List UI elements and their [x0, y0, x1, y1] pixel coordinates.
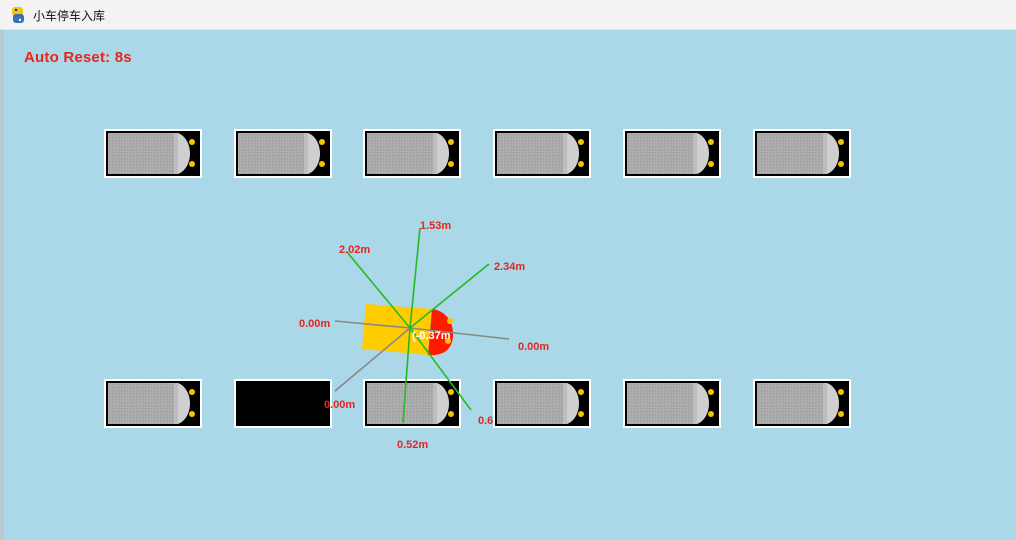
parked-car [367, 133, 454, 174]
sensor-distance-label: 0.00m [299, 318, 330, 330]
parked-headlight [708, 389, 714, 395]
game-canvas[interactable]: Auto Reset: 8s 1.53m 2.34m 0.00m 0.6 0.52m 0.… [4, 30, 1016, 540]
sensor-distance-label: 2.34m [494, 261, 525, 273]
sensor-ray [409, 327, 472, 411]
parked-car [367, 383, 454, 424]
sensor-ray [409, 327, 510, 340]
parked-car [757, 133, 844, 174]
parked-headlight [708, 161, 714, 167]
parked-headlight [319, 139, 325, 145]
sensor-ray [334, 327, 411, 392]
parking-stall-occupied [104, 129, 202, 178]
auto-reset-timer: Auto Reset: 8s [24, 49, 132, 66]
sensor-distance-label: 0.6 [478, 415, 493, 427]
window-title: 小车停车入库 [33, 9, 106, 23]
parked-headlight [578, 139, 584, 145]
parked-car [108, 383, 195, 424]
parked-headlight [448, 389, 454, 395]
parked-car [757, 383, 844, 424]
sensor-ray [334, 320, 411, 329]
parked-headlight [578, 389, 584, 395]
parked-headlight [448, 139, 454, 145]
parked-headlight [708, 139, 714, 145]
parked-car [108, 133, 195, 174]
window-titlebar: 小车停车入库 [0, 0, 1016, 30]
sensor-distance-label: 0.00m [324, 399, 355, 411]
parked-headlight [319, 161, 325, 167]
parked-car [497, 383, 584, 424]
sensor-ray [346, 251, 411, 329]
parked-car [238, 133, 325, 174]
agent-headlight-left [447, 318, 453, 324]
parking-stall-occupied [623, 129, 721, 178]
agent-speed-label: (-0.37m [412, 330, 451, 342]
parked-headlight [838, 161, 844, 167]
window-left-border [0, 30, 4, 540]
agent-headlight-right [445, 338, 451, 344]
sensor-distance-label: 0.52m [397, 439, 428, 451]
sensor-ray [402, 327, 411, 424]
sensor-overlay: 1.53m 2.34m 0.00m 0.6 0.52m 0.00m 0.00m 2.02m (… [299, 220, 549, 451]
parking-stall-occupied [234, 129, 332, 178]
parked-headlight [189, 411, 195, 417]
parked-headlight [838, 389, 844, 395]
parking-stall-target [234, 379, 332, 428]
parked-headlight [838, 139, 844, 145]
parked-headlight [448, 411, 454, 417]
sensor-distance-label: 0.00m [518, 341, 549, 353]
parked-headlight [578, 411, 584, 417]
parking-stall-occupied [493, 379, 591, 428]
parking-stall-occupied [104, 379, 202, 428]
sensor-distance-label: 1.53m [420, 220, 451, 232]
parked-headlight [838, 411, 844, 417]
sensor-ray [409, 227, 421, 329]
parked-headlight [189, 139, 195, 145]
parked-car [627, 133, 714, 174]
parked-car [627, 383, 714, 424]
parking-stall-occupied [753, 129, 851, 178]
sensor-ray [409, 263, 490, 329]
parked-headlight [189, 389, 195, 395]
parking-stall-occupied [363, 129, 461, 178]
python-icon [12, 7, 24, 23]
parked-car [497, 133, 584, 174]
parked-headlight [448, 161, 454, 167]
parked-headlight [189, 161, 195, 167]
parked-headlight [708, 411, 714, 417]
parking-stall-occupied [623, 379, 721, 428]
sensor-distance-label: 2.02m [339, 244, 370, 256]
parking-stall-occupied [753, 379, 851, 428]
agent-car-body [362, 304, 432, 355]
parking-stall-occupied [493, 129, 591, 178]
parked-headlight [578, 161, 584, 167]
parking-stall-occupied [363, 379, 461, 428]
